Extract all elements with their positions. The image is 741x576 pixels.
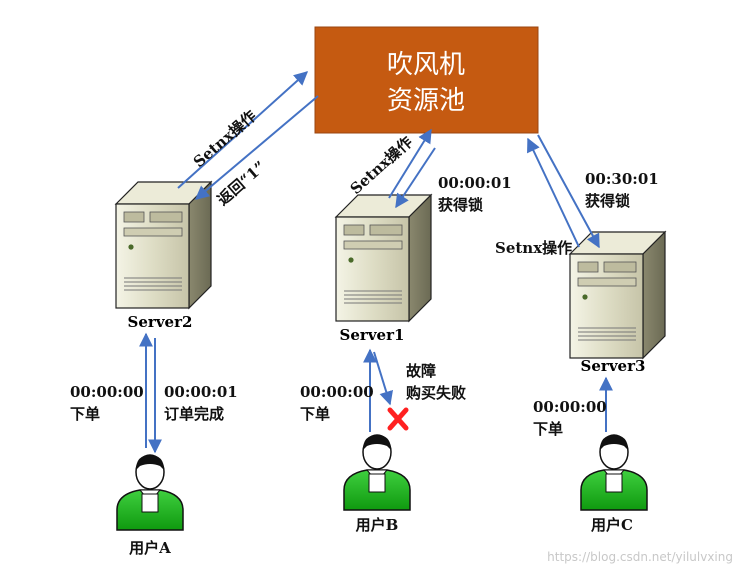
resource-pool-title-line1: 吹风机: [387, 50, 465, 80]
user-b-order-label: 下单: [300, 405, 330, 423]
user-b-icon: [343, 434, 411, 511]
arrow-pool-server1: [395, 147, 436, 209]
user-a-icon: [116, 454, 184, 531]
server1-lock-time: 00:00:01: [438, 174, 512, 192]
arrow-server2-setnx: [177, 71, 309, 189]
fail-x-icon: [387, 407, 409, 431]
user-b-label: 用户B: [356, 516, 399, 534]
user-c-order-time: 00:00:00: [533, 398, 607, 416]
server1-lock-label: 获得锁: [438, 196, 483, 214]
server1-label: Server1: [340, 326, 405, 344]
user-a-done-time: 00:00:01: [164, 383, 238, 401]
server3-icon: [569, 231, 666, 359]
user-b-fail-label: 购买失败: [406, 384, 466, 402]
user-a-order-time: 00:00:00: [70, 383, 144, 401]
arrow-server1-setnx: [388, 128, 432, 199]
arrow-server1-fault: [373, 351, 393, 406]
arrow-server3-setnx: [527, 137, 580, 248]
user-b-fault-label: 故障: [406, 362, 436, 380]
arrow-pool-return-server2: [194, 95, 319, 200]
user-a-done-label: 订单完成: [164, 405, 224, 423]
arrow-pool-server3: [537, 134, 600, 249]
resource-pool-box: [314, 26, 539, 134]
user-a-label: 用户A: [129, 539, 171, 557]
user-c-label: 用户C: [591, 516, 633, 534]
user-b-order-time: 00:00:00: [300, 383, 374, 401]
server2-label: Server2: [128, 313, 193, 331]
resource-pool-title-line2: 资源池: [387, 86, 465, 116]
user-c-order-label: 下单: [533, 420, 563, 438]
server2-icon: [115, 181, 212, 309]
user-c-icon: [580, 434, 648, 511]
user-a-order-label: 下单: [70, 405, 100, 423]
watermark: https://blog.csdn.net/yilulvxing: [547, 550, 733, 564]
server3-lock-time: 00:30:01: [585, 170, 659, 188]
server3-lock-label: 获得锁: [585, 192, 630, 210]
server3-setnx-label: Setnx操作: [495, 239, 572, 257]
server2-setnx-label: Setnx操作: [190, 107, 260, 171]
server2-return-label: 返回“1”: [214, 158, 269, 209]
server1-setnx-label: Setnx操作: [347, 133, 416, 198]
server1-icon: [335, 194, 432, 322]
server3-label: Server3: [581, 357, 646, 375]
